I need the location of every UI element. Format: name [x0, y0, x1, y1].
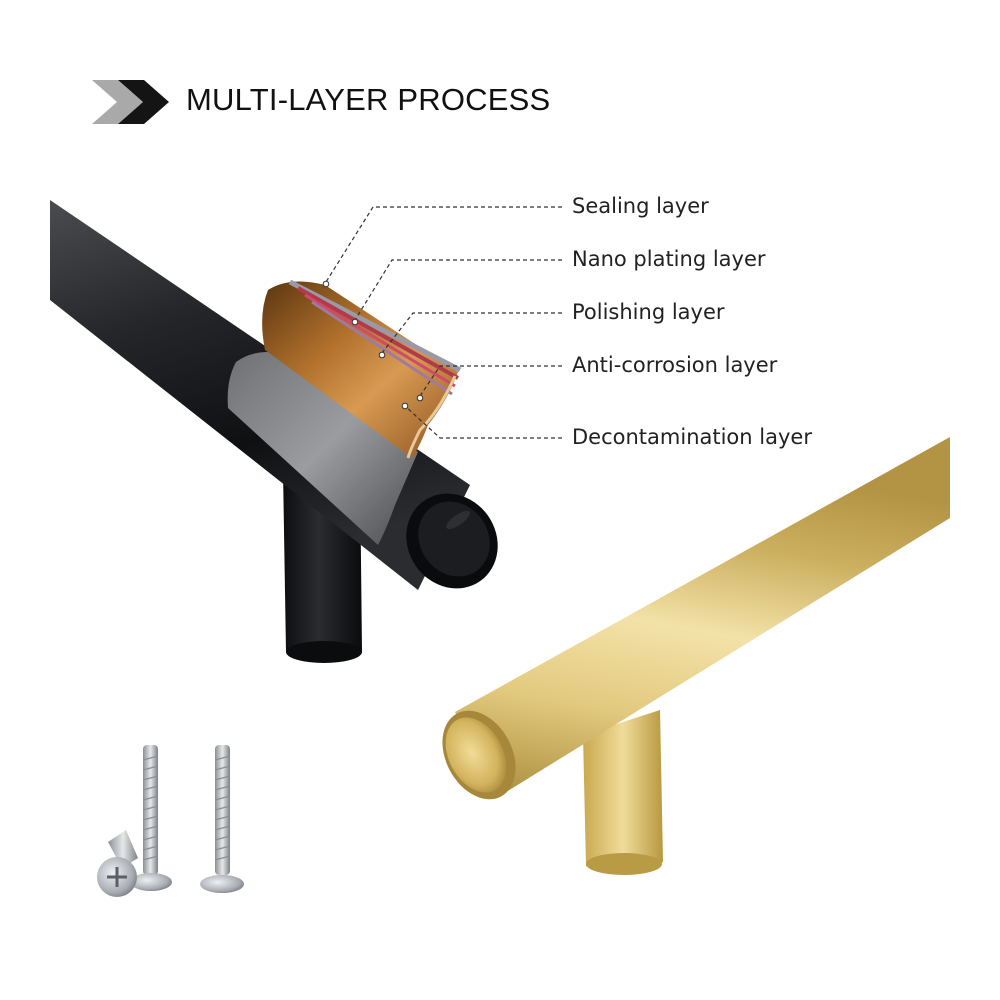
leader-lines — [325, 206, 562, 439]
screw-long-right — [200, 745, 244, 893]
screw-short-head — [97, 830, 138, 897]
label-polishing-layer: Polishing layer — [572, 300, 725, 324]
decontamination-layer-strip — [262, 281, 458, 458]
leader-polishing — [381, 312, 562, 354]
double-chevron-right-icon — [92, 80, 169, 124]
black-handle — [50, 200, 498, 663]
anti-corrosion-layer-strip — [311, 300, 453, 396]
screws — [97, 745, 244, 897]
screw-long-left — [130, 745, 172, 891]
leader-sealing — [325, 206, 562, 283]
leader-dots — [322, 280, 424, 410]
nano-plating-layer-strip — [297, 286, 459, 380]
leader-anti-corrosion — [419, 365, 562, 397]
polishing-layer-strip — [304, 293, 456, 388]
sealing-layer-strip — [288, 279, 462, 373]
label-anti-corrosion-layer: Anti-corrosion layer — [572, 353, 778, 377]
leader-decontamination — [404, 405, 562, 439]
leader-nano-plating — [354, 259, 562, 321]
page-title: MULTI-LAYER PROCESS — [186, 82, 551, 117]
gold-handle — [442, 437, 950, 875]
label-decontamination-layer: Decontamination layer — [572, 425, 812, 449]
label-nano-plating-layer: Nano plating layer — [572, 247, 766, 271]
label-sealing-layer: Sealing layer — [572, 194, 709, 218]
